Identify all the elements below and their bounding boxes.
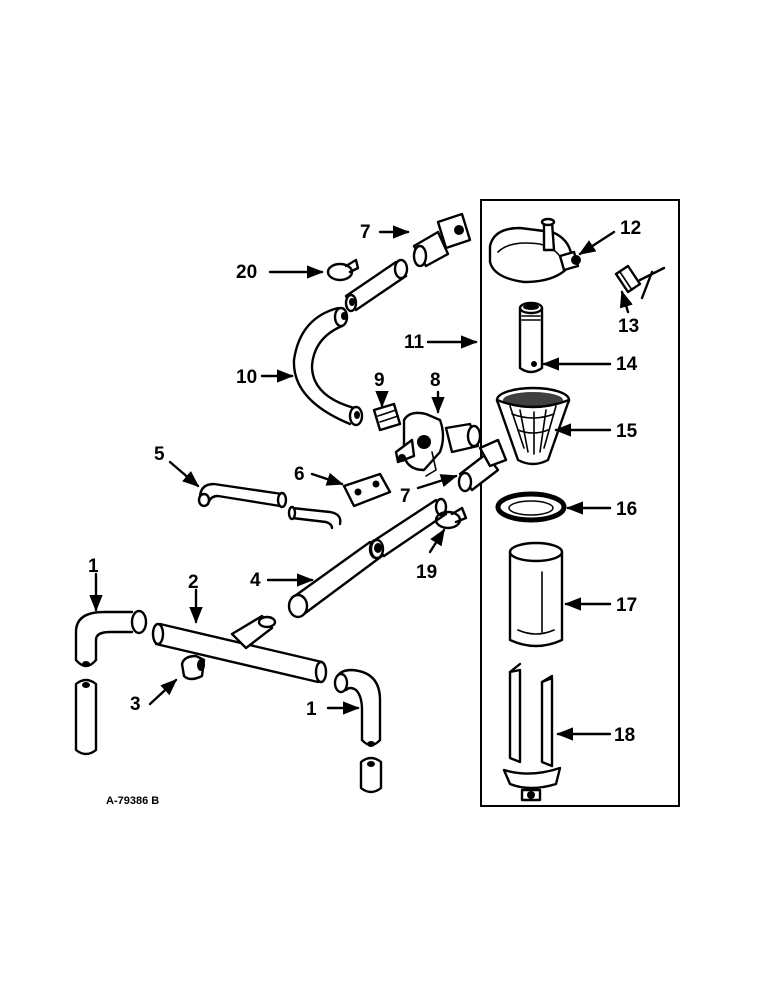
tee-tube — [151, 614, 328, 684]
callout-17: 17 — [616, 595, 637, 616]
plug-cap — [180, 654, 206, 681]
callout-labels: 1 1 2 3 4 5 6 7 7 8 9 10 11 12 13 14 15 … — [88, 218, 641, 746]
drawing-reference: A-79386 B — [106, 795, 159, 807]
callout-1-left: 1 — [88, 556, 99, 577]
fuel-tube-long — [287, 538, 384, 619]
callout-7-upper: 7 — [360, 222, 371, 243]
filter-cone — [495, 386, 571, 466]
leader-arrows — [89, 225, 633, 741]
callout-13: 13 — [618, 316, 639, 337]
hose-tube-left-lower — [74, 678, 98, 756]
callout-16: 16 — [616, 499, 637, 520]
shutoff-valve — [394, 411, 482, 477]
callout-4: 4 — [250, 570, 261, 591]
callout-8: 8 — [430, 370, 441, 391]
callout-1-right: 1 — [306, 699, 317, 720]
callout-19: 19 — [416, 562, 437, 583]
clamp-plate — [342, 472, 392, 508]
hose-clamp-upper — [326, 258, 360, 282]
callout-15: 15 — [616, 421, 638, 442]
callout-2: 2 — [188, 572, 199, 593]
fuel-tube-short — [369, 497, 448, 560]
bent-tube — [197, 482, 288, 509]
callout-3: 3 — [130, 694, 141, 715]
strainer-tube — [518, 301, 544, 374]
callout-7-lower: 7 — [400, 486, 411, 507]
bowl-bail — [502, 662, 562, 802]
callout-14: 14 — [616, 354, 638, 375]
assembly-frame — [480, 199, 680, 807]
hose-clamp-lower — [434, 506, 468, 530]
upper-hose-piece — [344, 258, 409, 313]
bowl-gasket — [495, 491, 567, 523]
hose-tube-right-lower — [359, 756, 383, 794]
callout-20: 20 — [236, 262, 257, 283]
glass-bowl — [508, 541, 564, 648]
callout-11: 11 — [404, 332, 425, 353]
hose-elbow-left — [74, 609, 148, 668]
callout-18: 18 — [614, 725, 635, 746]
callout-10: 10 — [236, 367, 257, 388]
callout-6: 6 — [294, 464, 305, 485]
callout-5: 5 — [154, 444, 165, 465]
hose-elbow-right — [333, 668, 382, 747]
bent-tube-extension — [287, 505, 342, 530]
pipe-nipple — [372, 402, 402, 432]
elbow-fitting-upper — [412, 212, 472, 268]
callout-12: 12 — [620, 218, 641, 239]
callout-9: 9 — [374, 370, 385, 391]
elbow-fitting-lower — [457, 438, 508, 493]
curved-hose — [292, 306, 364, 427]
t-handle-screw — [614, 264, 666, 300]
bowl-head — [488, 217, 581, 284]
